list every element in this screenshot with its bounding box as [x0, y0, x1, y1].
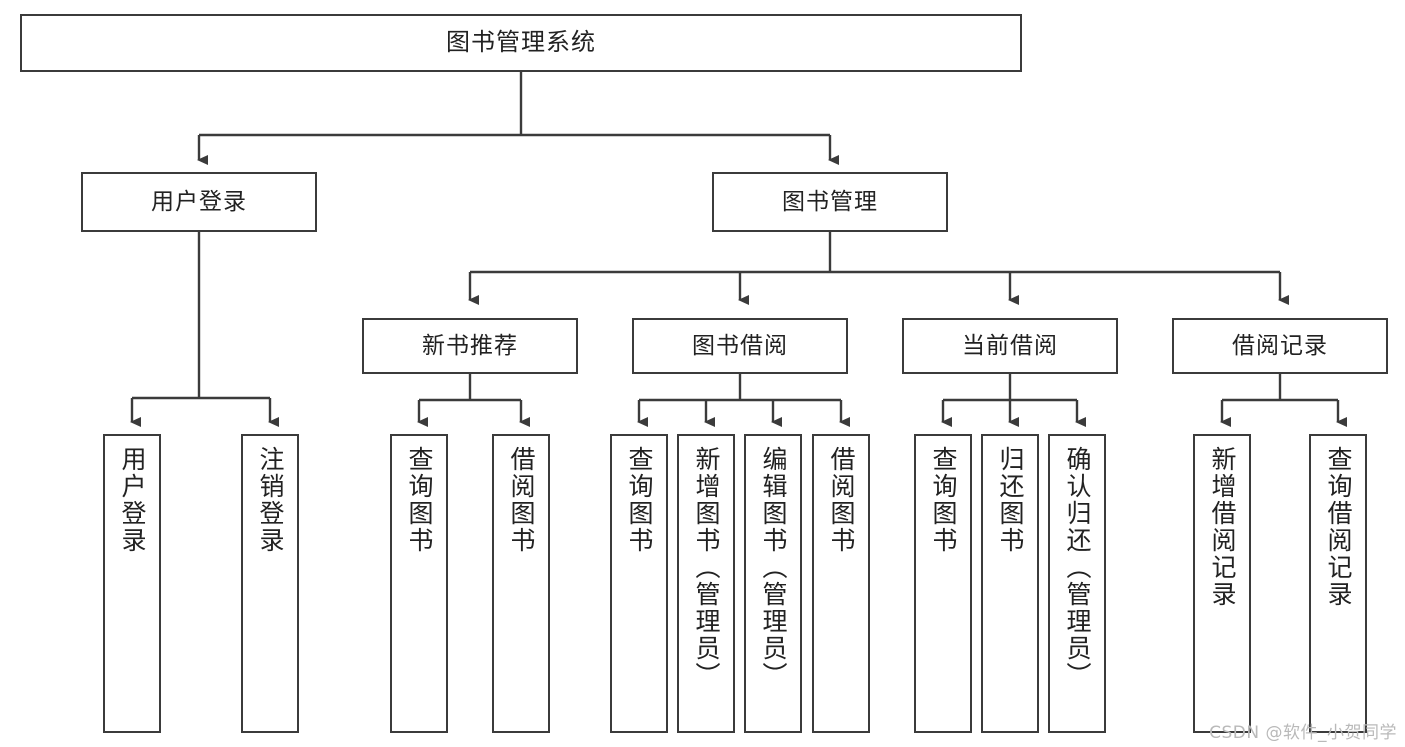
leaf-label: 新增图书（管理员） — [692, 446, 721, 689]
leaf-label: 确认归还（管理员） — [1063, 446, 1092, 689]
leaf-label: 查询图书 — [405, 446, 434, 554]
leaf-user-login-signout[interactable]: 注销登录 — [241, 434, 299, 733]
leaf-borrow-record-query[interactable]: 查询借阅记录 — [1309, 434, 1367, 733]
leaf-label: 借阅图书 — [507, 446, 536, 554]
node-new-book-recommend[interactable]: 新书推荐 — [362, 318, 578, 374]
leaf-current-borrow-query[interactable]: 查询图书 — [914, 434, 972, 733]
node-root[interactable]: 图书管理系统 — [20, 14, 1022, 72]
node-book-borrow-label: 图书借阅 — [692, 332, 788, 359]
leaf-borrow-record-add[interactable]: 新增借阅记录 — [1193, 434, 1251, 733]
leaf-label: 用户登录 — [118, 446, 147, 554]
node-borrow-record[interactable]: 借阅记录 — [1172, 318, 1388, 374]
leaf-label: 查询图书 — [929, 446, 958, 554]
node-book-management-label: 图书管理 — [782, 188, 878, 215]
leaf-new-book-query[interactable]: 查询图书 — [390, 434, 448, 733]
leaf-label: 查询借阅记录 — [1324, 446, 1353, 608]
leaf-book-borrow-query[interactable]: 查询图书 — [610, 434, 668, 733]
leaf-label: 注销登录 — [256, 446, 285, 554]
leaf-user-login-signin[interactable]: 用户登录 — [103, 434, 161, 733]
node-user-login-label: 用户登录 — [151, 188, 247, 215]
node-user-login[interactable]: 用户登录 — [81, 172, 317, 232]
leaf-label: 编辑图书（管理员） — [759, 446, 788, 689]
leaf-book-borrow-edit[interactable]: 编辑图书（管理员） — [744, 434, 802, 733]
leaf-book-borrow-borrow[interactable]: 借阅图书 — [812, 434, 870, 733]
watermark: CSDN @软件_小贺同学 — [1209, 723, 1397, 743]
leaf-book-borrow-add[interactable]: 新增图书（管理员） — [677, 434, 735, 733]
leaf-label: 查询图书 — [625, 446, 654, 554]
node-new-book-recommend-label: 新书推荐 — [422, 332, 518, 359]
node-current-borrow[interactable]: 当前借阅 — [902, 318, 1118, 374]
leaf-current-borrow-confirm[interactable]: 确认归还（管理员） — [1048, 434, 1106, 733]
node-current-borrow-label: 当前借阅 — [962, 332, 1058, 359]
leaf-new-book-borrow[interactable]: 借阅图书 — [492, 434, 550, 733]
leaf-label: 借阅图书 — [827, 446, 856, 554]
node-book-management[interactable]: 图书管理 — [712, 172, 948, 232]
leaf-label: 归还图书 — [996, 446, 1025, 554]
leaf-current-borrow-return[interactable]: 归还图书 — [981, 434, 1039, 733]
node-book-borrow[interactable]: 图书借阅 — [632, 318, 848, 374]
leaf-label: 新增借阅记录 — [1208, 446, 1237, 608]
node-borrow-record-label: 借阅记录 — [1232, 332, 1328, 359]
node-root-label: 图书管理系统 — [446, 28, 596, 57]
